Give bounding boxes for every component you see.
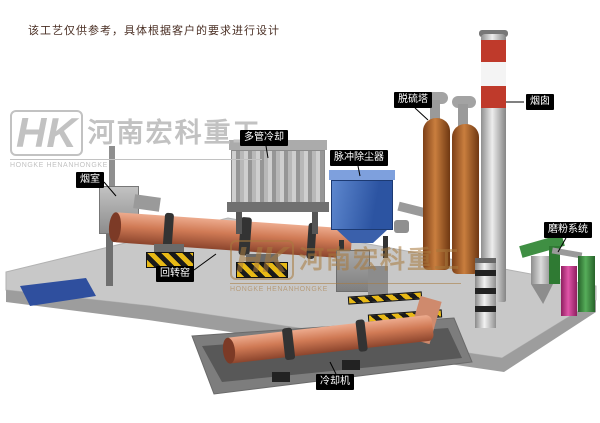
dust-collector-body	[331, 180, 393, 230]
desulfurization-tower-1	[423, 118, 450, 270]
transfer-box	[368, 266, 388, 296]
tower-duct-pipe-1	[430, 100, 440, 126]
chimney-cap	[479, 30, 508, 37]
leader-rotary-kiln	[193, 253, 217, 271]
label-smoke-chamber: 烟室	[76, 172, 104, 188]
leader-tube-cooler	[265, 145, 269, 159]
tube-cooler-leg-2	[312, 212, 318, 234]
leader-cooling-machine	[329, 361, 337, 375]
desulfurization-tower-2	[452, 124, 479, 274]
chimney-red-band-1	[481, 40, 506, 62]
smoke-stack	[109, 146, 115, 192]
tube-cooler-leg-1	[236, 212, 242, 234]
kiln-discharge-housing	[336, 250, 370, 292]
grinder-green-pipe	[549, 246, 560, 284]
grinder-cyclone-body	[531, 256, 553, 284]
chimney-white-band	[481, 62, 506, 86]
cooler-support-2	[342, 360, 360, 370]
kiln-support-base-2	[236, 262, 288, 278]
dust-collector-leg-2	[383, 236, 388, 258]
banded-vessel-cap	[475, 258, 496, 263]
banded-vessel	[475, 258, 496, 328]
smoke-chamber-leg	[106, 234, 113, 286]
blue-pad	[20, 278, 96, 306]
vessel-band-2	[475, 288, 496, 294]
leader-tower	[414, 107, 429, 121]
dust-collector-lid	[329, 170, 395, 180]
dust-collector-hopper	[337, 230, 387, 243]
disclaimer-text: 该工艺仅供参考，具体根据客户的要求进行设计	[28, 25, 280, 37]
vessel-band-3	[475, 306, 496, 312]
label-pulse-dust-collector: 脉冲除尘器	[330, 150, 388, 166]
label-grinding-system: 磨粉系统	[544, 222, 592, 238]
label-cooling-machine: 冷却机	[316, 374, 354, 390]
label-chimney: 烟囱	[526, 94, 554, 110]
label-desulfurization-tower: 脱硫塔	[394, 92, 432, 108]
vessel-band-1	[475, 270, 496, 276]
tube-cooler-base	[227, 202, 329, 212]
cooler-support-1	[272, 372, 290, 382]
dust-collector-fan	[394, 220, 409, 233]
grinder-green-unit	[578, 256, 595, 312]
grinder-magenta-unit	[561, 266, 577, 316]
leader-smoke-chamber	[103, 181, 117, 197]
leader-dust-collector	[357, 165, 361, 177]
chimney-red-band-2	[481, 86, 506, 108]
label-rotary-kiln: 回转窑	[156, 266, 194, 282]
label-multi-tube-cooler: 多管冷却	[240, 130, 288, 146]
leader-grinding	[557, 237, 567, 253]
tower-duct-pipe-2	[458, 104, 468, 130]
chimney-body	[481, 34, 506, 302]
